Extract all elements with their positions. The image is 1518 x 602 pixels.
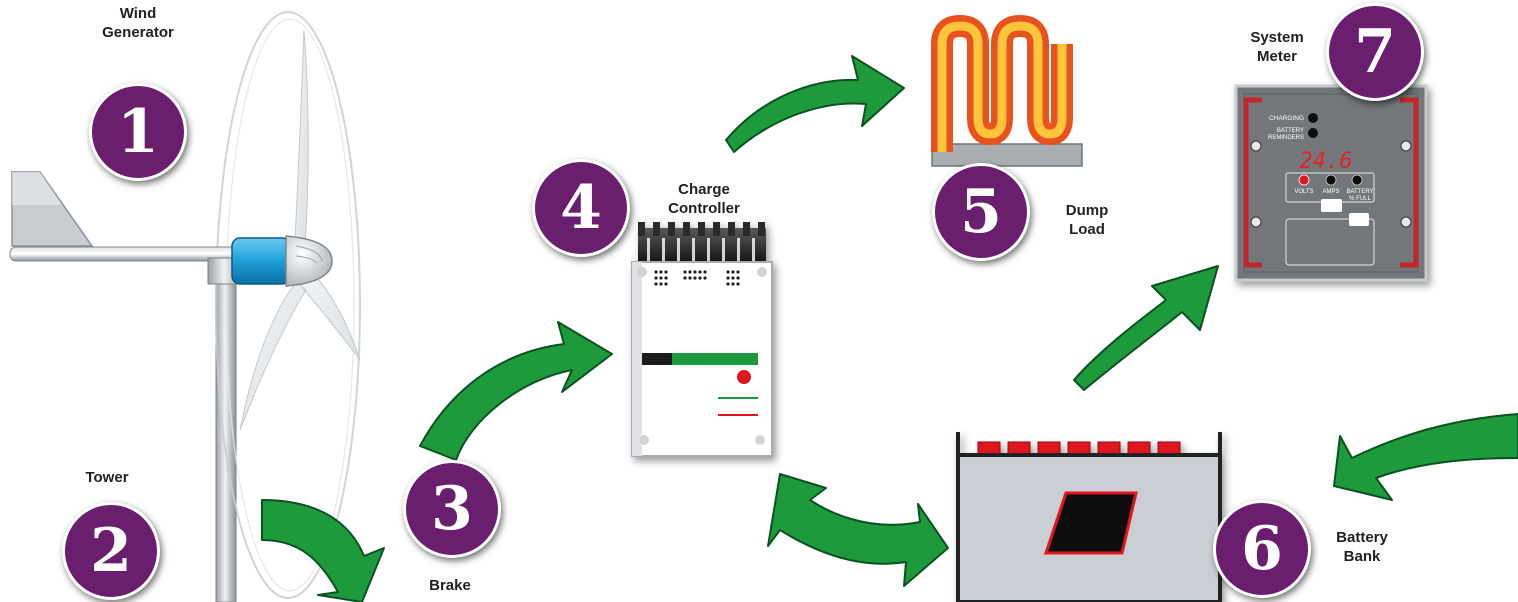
label-1-line-2: Generator xyxy=(102,24,174,41)
terminal-dots xyxy=(654,270,740,286)
arrow-incoming-to-battery xyxy=(1333,413,1518,501)
label-5-line-1: Dump xyxy=(1065,202,1109,219)
controller-status-bar-dark xyxy=(642,353,672,365)
charging-led xyxy=(1308,113,1318,123)
blade-upper xyxy=(294,29,309,246)
label-2-line-1: Tower xyxy=(85,469,129,486)
label-3-line-1: Brake xyxy=(429,577,471,594)
label-4-line-2: Controller xyxy=(668,200,740,217)
meter-red-frame xyxy=(1243,97,1419,268)
arrow-controller-battery-bidirectional xyxy=(767,473,949,587)
battery-bank xyxy=(956,432,1222,602)
battery-full-label-line-2: % FULL xyxy=(1349,196,1371,202)
blade-lower xyxy=(239,281,307,431)
badge-6: 6 xyxy=(1213,500,1311,598)
badge-1: 1 xyxy=(89,83,187,181)
dump-load xyxy=(931,15,1083,167)
wind-generator-label: Wind Generator xyxy=(88,4,188,42)
label-5-line-2: Load xyxy=(1069,221,1105,238)
reminders-label-line-2: REMINDERS xyxy=(1268,135,1304,141)
arrow-controller-to-dump-load xyxy=(725,55,905,153)
rotor-sweep xyxy=(215,11,361,599)
badge-2: 2 xyxy=(62,502,160,600)
label-1-line-1: Wind xyxy=(119,5,157,22)
controller-red-led xyxy=(737,370,751,384)
badge-3: 3 xyxy=(403,460,501,558)
nose-cone xyxy=(285,235,333,287)
reminders-label-line-1: BATTERY xyxy=(1277,128,1304,134)
meter-lower-window xyxy=(1285,218,1375,266)
blade-right xyxy=(299,267,361,361)
generator-body xyxy=(231,237,291,285)
brake-label: Brake xyxy=(410,576,490,595)
meter-reset-button[interactable] xyxy=(1349,213,1369,226)
label-7-line-1: System xyxy=(1250,29,1304,46)
volts-led xyxy=(1298,174,1310,186)
badge-4: 4 xyxy=(532,159,630,257)
charge-controller xyxy=(631,222,773,457)
arrow-battery-to-meter xyxy=(1073,265,1219,391)
heat-sink xyxy=(638,222,766,264)
battery-full-label-line-1: BATTERY xyxy=(1346,189,1373,195)
badge-5: 5 xyxy=(932,163,1030,261)
tower-label: Tower xyxy=(72,468,142,487)
amps-led xyxy=(1325,174,1337,186)
meter-display-value: 24.6 xyxy=(1300,149,1353,174)
charging-label: CHARGING xyxy=(1269,115,1304,122)
label-4-line-1: Charge xyxy=(678,181,730,198)
volts-label: VOLTS xyxy=(1294,189,1313,195)
controller-status-bar-green xyxy=(672,353,758,365)
wind-turbine xyxy=(9,11,361,602)
label-6-line-2: Bank xyxy=(1343,548,1381,565)
system-meter-label: System Meter xyxy=(1232,28,1322,66)
badge-7: 7 xyxy=(1326,3,1424,101)
system-meter: CHARGING BATTERY REMINDERS 24.6 VOLTS AM… xyxy=(1234,84,1428,282)
label-6-line-1: Battery xyxy=(1336,529,1388,546)
label-7-line-2: Meter xyxy=(1256,48,1297,65)
battery-terminals xyxy=(977,441,1181,456)
meter-mode-button[interactable] xyxy=(1321,199,1342,212)
flow-arrows xyxy=(261,55,1518,602)
amps-label: AMPS xyxy=(1322,189,1339,195)
arrow-tower-to-brake xyxy=(261,499,385,602)
battery-full-led xyxy=(1351,174,1363,186)
dump-load-base xyxy=(931,143,1083,167)
charge-controller-label: Charge Controller xyxy=(654,180,754,218)
dump-load-label: Dump Load xyxy=(1052,201,1122,239)
reminders-led xyxy=(1308,128,1318,138)
battery-bank-label: Battery Bank xyxy=(1322,528,1402,566)
arrow-brake-to-controller xyxy=(419,321,613,461)
battery-indicator-window xyxy=(1043,491,1138,555)
